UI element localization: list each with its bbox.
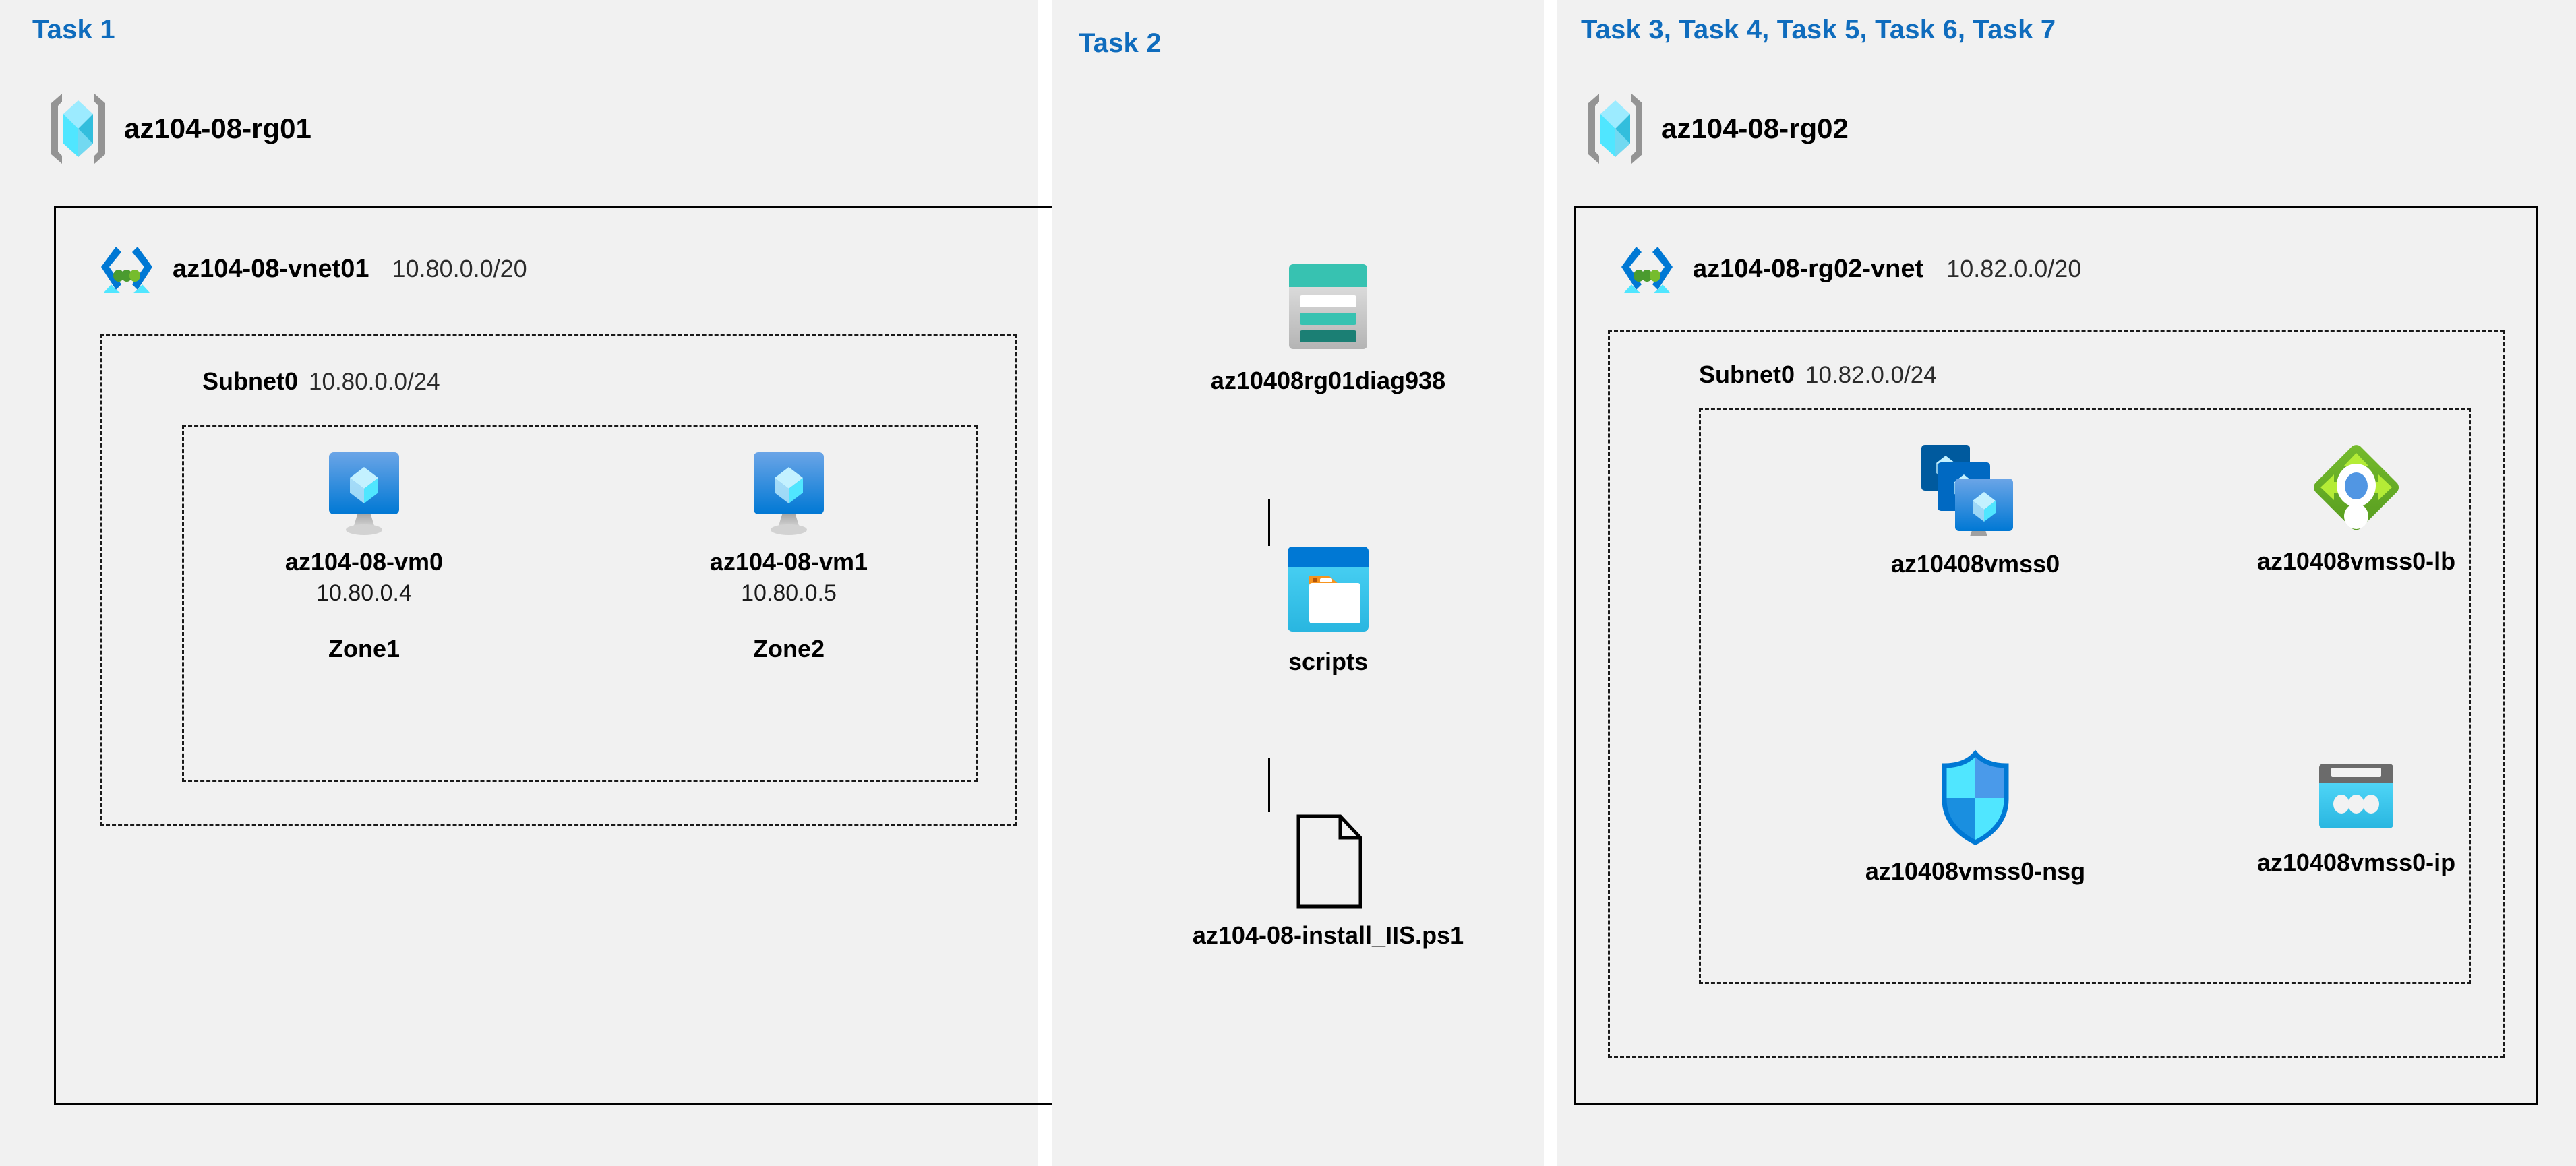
connector-storage-to-scripts [1268,499,1270,546]
task-label-task1: Task 1 [32,15,115,44]
vm-ip-address: 10.80.0.5 [741,580,837,606]
storage-account-icon [1261,256,1396,356]
resource-group-icon [47,91,109,166]
resource-node-nsg[interactable]: az10408vmss0-nsg [1753,748,2198,886]
resource-node-script-file[interactable]: az104-08-install_IIS.ps1 [1079,812,1578,950]
vm-zone: Zone1 [328,635,400,663]
subnet-name: Subnet0 [202,367,299,395]
resource-node-public-ip[interactable]: az10408vmss0-ip [2167,758,2545,877]
vmss-resource-boundary [1699,408,2471,984]
vnet-boundary-rg02-vnet [1574,206,2538,1105]
blob-container-name: scripts [1288,648,1369,675]
resource-node-vmss[interactable]: az10408vmss0 [1787,438,2164,578]
resource-node-vm0[interactable]: az104-08-vm0 10.80.0.4 Zone1 [263,448,465,663]
subnet-boundary-subnet0-rg02-vnet [1608,330,2505,1058]
subnet-name: Subnet0 [1699,361,1795,388]
script-file-name: az104-08-install_IIS.ps1 [1192,921,1464,949]
virtual-machine-icon [739,448,839,537]
public-ip-address-icon [2307,758,2405,838]
resource-group-row-rg02: az104-08-rg02 [1584,91,1849,166]
virtual-network-icon [94,243,159,295]
file-icon [1288,812,1369,911]
subnet-cidr: 10.80.0.0/24 [309,369,440,395]
vnet-cidr: 10.82.0.0/20 [1946,255,2082,282]
task-label-task3: Task 3, Task 4, Task 5, Task 6, Task 7 [1581,15,2056,44]
nsg-name: az10408vmss0-nsg [1865,857,2086,885]
subnet-row-subnet0-vnet01: Subnet0 10.80.0.0/24 [202,367,440,396]
resource-group-icon [1584,91,1646,166]
vm-name: az104-08-vm0 [284,548,444,576]
resource-group-row-rg01: az104-08-rg01 [47,91,311,166]
subnet-cidr: 10.82.0.0/24 [1805,362,1937,388]
vmss-name: az10408vmss0 [1890,550,2060,578]
task-panel-task1 [0,0,1038,1166]
vm-scale-set-icon [1915,438,2036,539]
resource-node-load-balancer[interactable]: az10408vmss0-lb [2167,438,2545,576]
virtual-machine-icon [314,448,414,537]
resource-node-storage-account[interactable]: az10408rg01diag938 [1146,256,1510,395]
resource-group-name: az104-08-rg01 [124,113,311,144]
vnet-name: az104-08-vnet01 [173,254,369,283]
task-label-task2: Task 2 [1079,28,1162,58]
subnet-row-subnet0-rg02-vnet: Subnet0 10.82.0.0/24 [1699,361,1937,389]
task-panel-task3 [1557,0,2576,1166]
vm-zone: Zone2 [752,635,825,663]
network-security-group-icon [1932,748,2018,847]
public-ip-name: az10408vmss0-ip [2256,849,2456,876]
load-balancer-icon [2307,438,2405,536]
virtual-network-icon [1615,243,1679,295]
load-balancer-name: az10408vmss0-lb [2256,547,2456,575]
blob-container-icon [1274,543,1382,637]
resource-node-vm1[interactable]: az104-08-vm1 10.80.0.5 Zone2 [688,448,890,663]
vnet-row-rg02-vnet: az104-08-rg02-vnet 10.82.0.0/20 [1615,243,2081,295]
connector-scripts-to-file [1268,758,1270,812]
vnet-row-vnet01: az104-08-vnet01 10.80.0.0/20 [94,243,527,295]
subnet-boundary-subnet0-vnet01 [100,334,1017,826]
vnet-name: az104-08-rg02-vnet [1693,254,1924,283]
storage-account-name: az10408rg01diag938 [1210,367,1446,394]
resource-node-blob-container[interactable]: scripts [1207,543,1449,676]
vm-ip-address: 10.80.0.4 [316,580,412,606]
vm-name: az104-08-vm1 [709,548,868,576]
availability-zone-boundary [182,425,978,782]
vnet-cidr: 10.80.0.0/20 [392,255,527,282]
resource-group-name: az104-08-rg02 [1661,113,1849,144]
